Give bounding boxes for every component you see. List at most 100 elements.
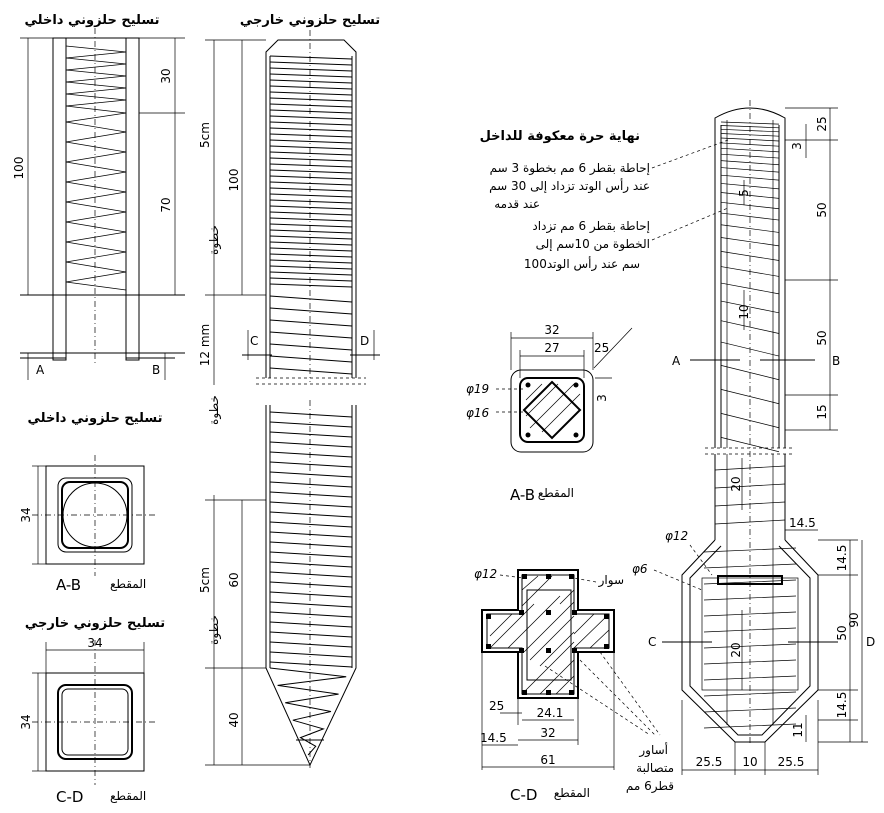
spiral-turn: [269, 151, 353, 156]
spiral-turn: [269, 145, 353, 150]
spiral-turn: [720, 341, 780, 357]
spiral-turn: [269, 259, 353, 264]
section-cd-main-label: C-D: [510, 786, 537, 804]
spiral-turn: [269, 283, 353, 288]
spiral-turn: [269, 651, 353, 658]
spiral-turn: [269, 271, 353, 276]
spiral-turn: [269, 223, 353, 228]
spiral-turn: [269, 661, 353, 668]
spiral-turn: [269, 55, 353, 60]
spiral-turn: [720, 142, 780, 147]
spiral-turn: [269, 157, 353, 162]
dim-90: 90: [847, 612, 861, 627]
outer-spiral-elevation: تسليح حلزوني خارجي 5cm 100 خطوة 12 mm C …: [198, 13, 380, 385]
spiral-turn: [269, 187, 353, 192]
dim-25-ab: 25: [594, 341, 609, 355]
dim-100: 100: [12, 157, 26, 180]
spiral-turn: [720, 147, 780, 153]
title-outer-spiral-2: تسليح حلزوني خارجي: [25, 616, 165, 631]
spiral-turn: [269, 541, 353, 548]
section-ab-inner: تسليح حلزوني داخلي 34 المقطع A-B: [19, 411, 162, 594]
spiral-turn: [703, 707, 797, 713]
ab-main-hatch: [525, 383, 581, 435]
title-outer-spiral: تسليح حلزوني خارجي: [240, 13, 380, 28]
dim-25-main: 25: [815, 116, 829, 131]
spiral-turn: [269, 67, 353, 72]
spiral-turn: [269, 199, 353, 204]
bar-phi6-main: φ6: [632, 562, 648, 576]
spiral-turn: [269, 61, 353, 66]
dim-10-bottom: 10: [742, 755, 757, 769]
spiral-turn: [269, 441, 353, 448]
dim-50-lower: 50: [815, 330, 829, 345]
spiral-turn: [269, 641, 353, 648]
dim-15: 15: [815, 404, 829, 419]
spiral-turn: [703, 675, 797, 681]
dim-20-upper: 20: [729, 476, 743, 491]
spiral-turn: [269, 421, 353, 428]
section-word-cd-main: المقطع: [554, 786, 590, 800]
spiral-turn: [720, 167, 780, 173]
spiral-turn: [269, 133, 353, 138]
dim-50-upper: 50: [815, 202, 829, 217]
spiral-turn: [269, 91, 353, 96]
spiral-turn: [269, 631, 353, 638]
spiral-turn: [269, 85, 353, 90]
dim-3-main: 3: [790, 142, 804, 150]
spiral-turn: [269, 169, 353, 174]
spiral-turn: [720, 133, 780, 137]
spiral-turn: [269, 319, 353, 327]
spiral-turn: [703, 643, 797, 649]
note-line-4: إحاطة بقطر 6 مم تزداد: [532, 219, 650, 234]
spiral-turn: [269, 247, 353, 252]
spiral-turn: [269, 193, 353, 198]
spiral-turn: [269, 205, 353, 210]
note-line-3: عند قدمه: [494, 197, 540, 211]
spiral-turn: [720, 282, 780, 295]
spiral-turn: [269, 491, 353, 498]
spiral-turn: [720, 224, 780, 233]
dim-5cm-top: 5cm: [198, 122, 212, 148]
bar-phi16: φ16: [466, 406, 490, 420]
spiral-turn: [720, 201, 780, 210]
dim-14-5-head-1: 14.5: [835, 545, 849, 572]
spiral-turn: [269, 411, 353, 418]
spiral-turn: [720, 121, 780, 125]
dim-3-ab: 3: [595, 394, 609, 402]
spiral-turn: [269, 367, 353, 375]
section-cd-left: C-D: [56, 788, 83, 806]
dim-100-outer: 100: [227, 169, 241, 192]
spiral-turn: [269, 571, 353, 578]
outer-spiral-coil-tip: [269, 411, 353, 756]
dim-34-ab: 34: [19, 507, 33, 522]
section-cd-main: φ12 سوار 24.1 25 32 14.5 61 أساور متصالب…: [474, 567, 674, 804]
spiral-turn: [269, 601, 353, 608]
step-label-mid: خطوة: [207, 395, 222, 425]
callout-rings-3: قطر6 مم: [626, 779, 674, 794]
section-word-cd-left: المقطع: [110, 789, 146, 803]
spiral-turn: [703, 563, 797, 569]
spiral-turn: [269, 79, 353, 84]
spiral-turn: [720, 237, 780, 247]
dim-30: 30: [159, 68, 173, 83]
spiral-turn: [269, 127, 353, 132]
spiral-turn: [720, 153, 780, 159]
step-label-tip: خطوة: [207, 615, 222, 645]
spiral-turn: [269, 561, 353, 568]
spiral-turn: [269, 531, 353, 538]
spiral-turn: [269, 431, 353, 438]
spiral-turn: [720, 437, 780, 453]
marker-b-main: B: [832, 354, 840, 368]
bar-phi19: φ19: [466, 382, 489, 396]
spiral-turn: [720, 137, 780, 142]
outer-spiral-coil-top: [269, 55, 353, 375]
dim-5cm-tip: 5cm: [198, 567, 212, 593]
spiral-turn: [720, 128, 780, 133]
spiral-turn: [720, 183, 780, 190]
callout-ring: سوار: [598, 573, 624, 588]
callout-rings-2: متصالبة: [636, 761, 674, 775]
spiral-turn: [269, 591, 353, 598]
spiral-turn: [269, 163, 353, 168]
spiral-turn: [269, 511, 353, 518]
dim-24-1: 24.1: [537, 706, 564, 720]
